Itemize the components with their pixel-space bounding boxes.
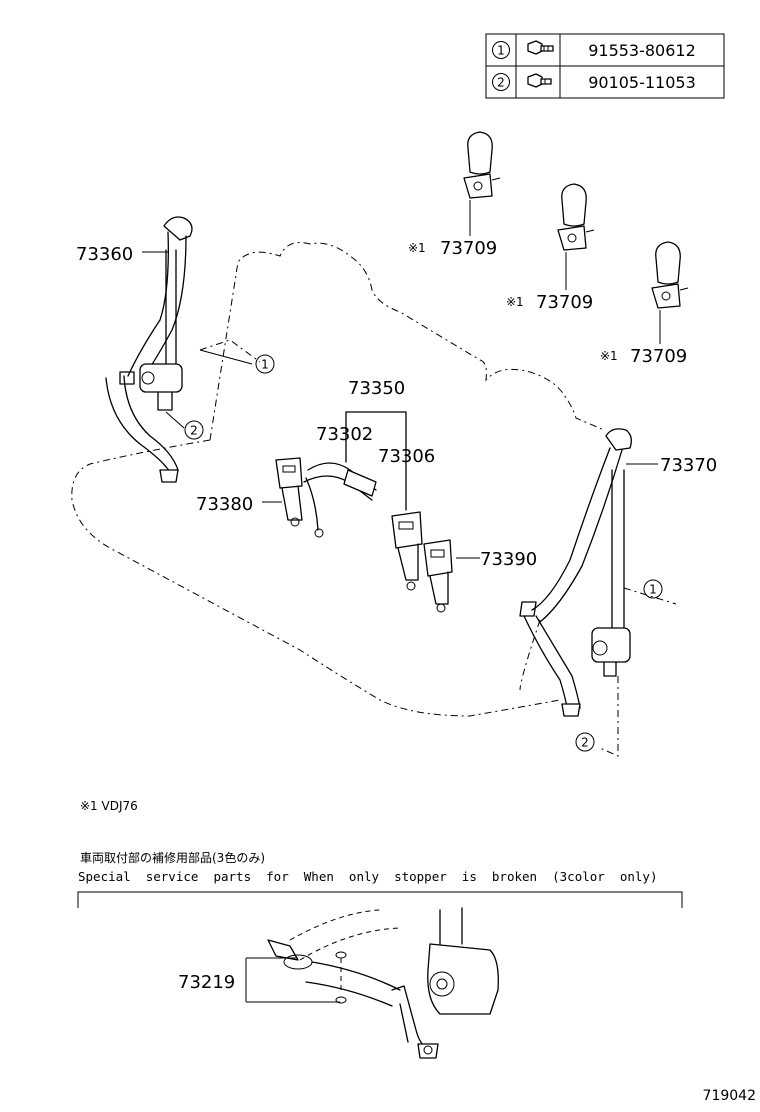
fastener-row-2: 2 90105-11053 <box>492 73 696 92</box>
right-seat-belt-73370 <box>519 428 632 757</box>
callout-73370: 73370 <box>660 455 717 476</box>
diagram-id: 719042 <box>703 1088 756 1104</box>
callout-73219: 73219 <box>178 972 235 993</box>
headrest-73709-b <box>557 183 595 251</box>
retractor <box>591 627 631 663</box>
retractor <box>139 363 183 393</box>
callout-73380: 73380 <box>196 494 253 515</box>
ref-marker-1: 1 <box>261 358 269 372</box>
special-parts-title-en: Special service parts for When only stop… <box>78 869 657 884</box>
ref-circle-2 <box>492 73 510 91</box>
callout-labels: 73360 ※1 73709 ※1 73709 ※1 73709 73350 7… <box>76 238 717 570</box>
callout-73709-a: 73709 <box>440 238 497 259</box>
fastener-ref-1: 1 <box>497 44 505 58</box>
callout-73360: 73360 <box>76 244 133 265</box>
callout-73350: 73350 <box>348 378 405 399</box>
ref-circle-1 <box>492 41 510 59</box>
callout-73306: 73306 <box>378 446 435 467</box>
callout-73390: 73390 <box>480 549 537 570</box>
callout-73302: 73302 <box>316 424 373 445</box>
special-service-parts: 車両取付部の補修用部品(3色のみ) Special service parts … <box>77 850 683 1059</box>
retractor <box>427 943 499 1015</box>
fastener-part-no-1: 91553-80612 <box>588 41 696 60</box>
ref-marker-1: 1 <box>649 583 657 597</box>
headrest-73709-a <box>463 131 501 199</box>
leader-lines <box>142 200 661 559</box>
note-mark: ※1 <box>506 295 524 309</box>
buckle-73380 <box>275 457 303 489</box>
fastener-table: 1 91553-80612 2 90105-11053 <box>485 33 725 99</box>
callout-73709-b: 73709 <box>536 292 593 313</box>
center-belt-group-73350 <box>275 411 453 613</box>
callout-73709-c: 73709 <box>630 346 687 367</box>
headrest-73709-c <box>651 241 689 309</box>
bolt-icon <box>527 73 552 88</box>
note-mark: ※1 <box>600 349 618 363</box>
special-parts-title-jp: 車両取付部の補修用部品(3色のみ) <box>80 850 265 865</box>
buckle-73306 <box>391 511 423 549</box>
bolt-icon <box>527 40 554 55</box>
model-note: ※1 VDJ76 <box>80 799 138 813</box>
note-mark: ※1 <box>408 241 426 255</box>
ref-marker-2: 2 <box>190 424 198 438</box>
fastener-part-no-2: 90105-11053 <box>588 73 696 92</box>
seat-outline <box>71 242 677 717</box>
reference-markers: 1 2 1 2 <box>184 354 663 752</box>
ref-marker-2: 2 <box>581 736 589 750</box>
fastener-ref-2: 2 <box>497 76 505 90</box>
buckle-73390 <box>423 539 453 577</box>
left-seat-belt-73360 <box>105 216 193 483</box>
fastener-row-1: 1 91553-80612 <box>492 40 696 60</box>
